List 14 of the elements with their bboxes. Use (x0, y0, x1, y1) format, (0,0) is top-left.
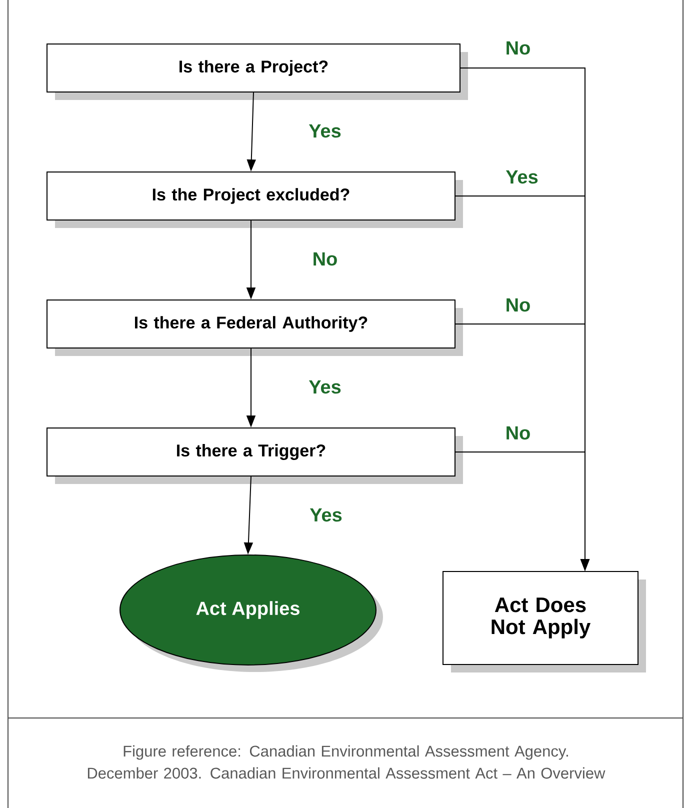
edge-label: Yes (504, 169, 540, 185)
edge-label: No (504, 40, 532, 56)
edge-label: Yes (308, 507, 344, 523)
question-box: Is the Project excluded? (46, 172, 463, 228)
question-box: Is there a Project? (46, 44, 468, 100)
question-box: Is there a Federal Authority? (46, 300, 463, 356)
edge-label: No (504, 297, 532, 313)
edge-label: Yes (308, 379, 342, 395)
caption: Figure reference: Canadian Environmental Assessment Agency. December 2003. Canadian Environmental Assessment Act – An Overview (88, 745, 606, 779)
edge-label: Yes (308, 123, 342, 139)
edge-label: No (311, 251, 339, 267)
result-box: Act Does Not Apply (442, 571, 646, 672)
edge-label: No (504, 425, 532, 441)
question-box: Is there a Trigger? (46, 428, 463, 484)
